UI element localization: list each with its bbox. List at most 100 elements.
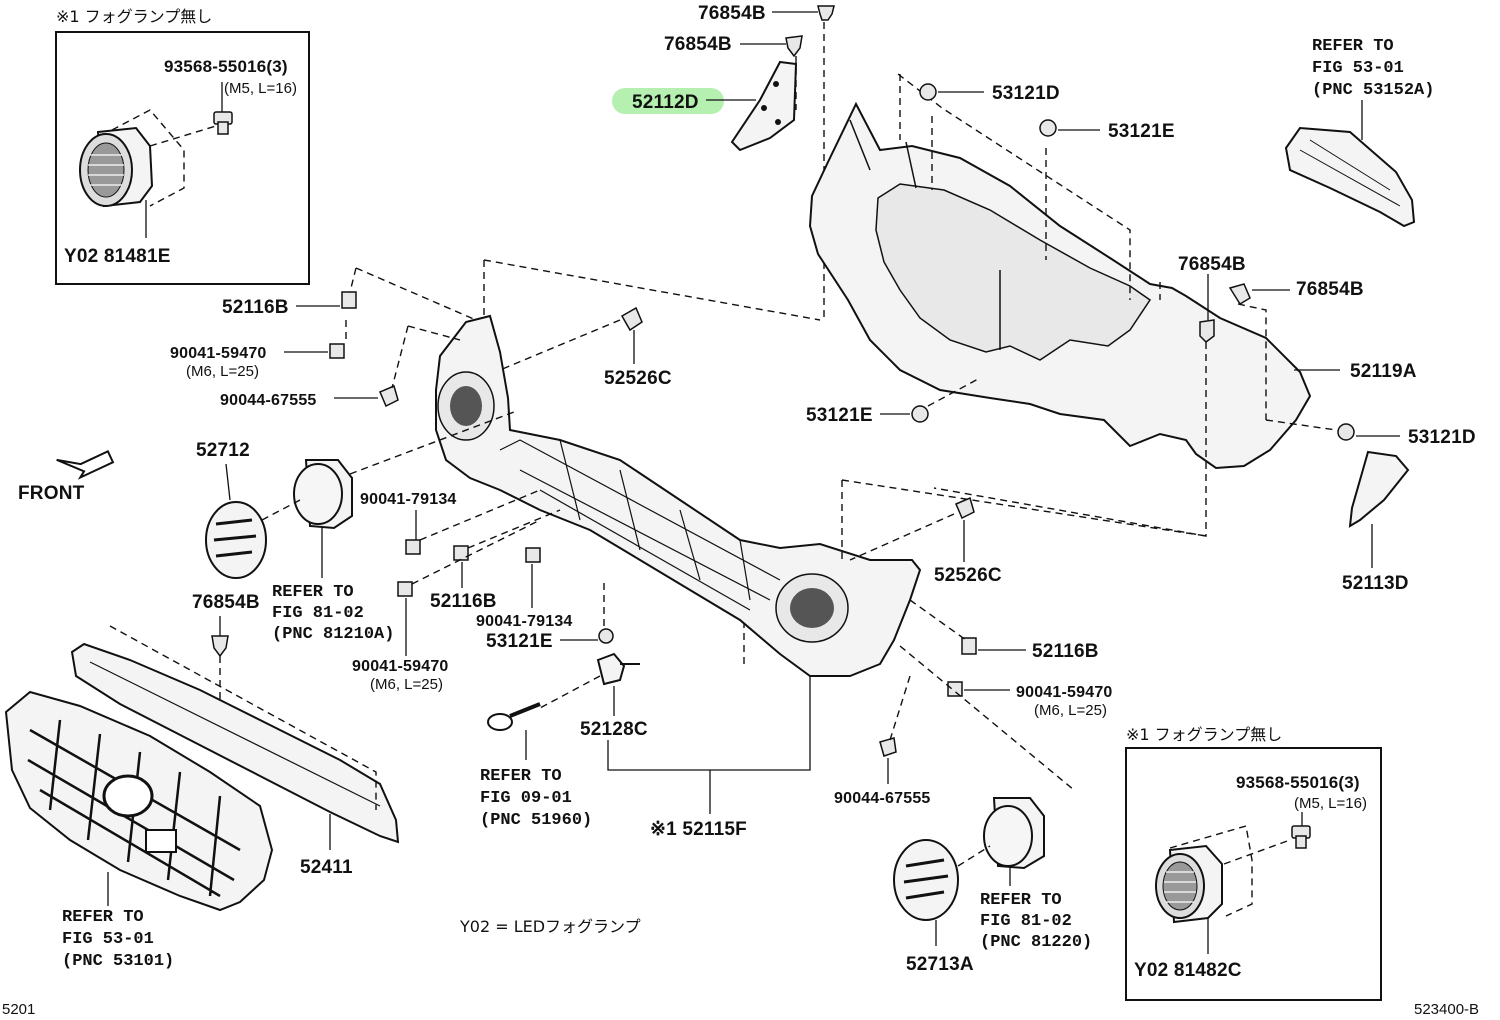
svg-text:FIG 09-01[interactable]: FIG 09-01 — [480, 789, 572, 808]
svg-text:FIG 81-02[interactable]: FIG 81-02 — [272, 604, 364, 623]
clip-90044-67555-b: 90044-67555 — [834, 737, 931, 807]
refer-53152A: REFER TO FIG 53-01 (PNC 53152A) — [1284, 37, 1434, 228]
clip-52526C-b: 52526C — [934, 496, 1002, 586]
refer-81210A: REFER TO FIG 81-02 (PNC 81210A) — [272, 583, 394, 644]
clip-53121E-top: 53121E — [1039, 119, 1175, 142]
svg-text:(PNC 81220)[interactable]: (PNC 81220) — [980, 933, 1092, 952]
clip-icon — [1337, 423, 1355, 441]
clip-icon — [879, 737, 897, 757]
inset-top-left: ※1 フォグランプ無し 93568-55016(3) (M5, L=16) Y0… — [55, 7, 310, 285]
tow-eye — [487, 702, 541, 760]
garnish-52411: 52411 — [70, 625, 400, 878]
label-76854B-d[interactable]: 76854B — [1296, 279, 1364, 300]
nut-icon — [405, 539, 421, 555]
svg-text:FIG 53-01[interactable]: FIG 53-01 — [1312, 59, 1404, 78]
label-90041-59470-c[interactable]: 90041-59470 — [1016, 684, 1113, 701]
clip-icon — [598, 628, 614, 644]
front-arrow-icon — [56, 450, 115, 480]
label-90041-59470-a-spec: (M6, L=25) — [186, 363, 259, 380]
clip-53121E-lower: 53121E — [486, 580, 614, 652]
retainer-53152A-shape — [1284, 126, 1416, 228]
svg-text:(PNC 51960)[interactable]: (PNC 51960) — [480, 811, 592, 830]
label-53121E-a[interactable]: 53121E — [1108, 121, 1175, 142]
nut-icon — [525, 547, 541, 563]
fog-cover-52713A: 52713A — [893, 839, 974, 975]
svg-text:FIG 81-02[interactable]: FIG 81-02 — [980, 912, 1072, 931]
lower-bumper-assembly — [435, 314, 922, 677]
label-76854B-e[interactable]: 76854B — [192, 592, 260, 613]
label-53121D-b[interactable]: 53121D — [1408, 427, 1476, 448]
bolt-90041-59470-a: 90041-59470 (M6, L=25) — [170, 343, 345, 380]
label-90044-67555-b[interactable]: 90044-67555 — [834, 790, 931, 807]
label-group-52115F: ※1 52115F — [607, 676, 811, 840]
svg-text:REFER TO[interactable]: REFER TO — [62, 908, 144, 927]
svg-text:REFER TO[interactable]: REFER TO — [980, 891, 1062, 910]
label-52411[interactable]: 52411 — [300, 857, 353, 878]
bolt-icon — [1291, 825, 1311, 849]
label-53121E-b[interactable]: 53121E — [806, 405, 873, 426]
svg-text:FIG 53-01[interactable]: FIG 53-01 — [62, 930, 154, 949]
nut-icon — [961, 637, 977, 655]
bolt-icon — [213, 111, 233, 135]
fog-lamp-icon — [1155, 844, 1223, 924]
label-52119A[interactable]: 52119A — [1350, 361, 1417, 382]
inset-top-lamp-label[interactable]: Y02 81481E — [64, 246, 171, 267]
clip-53121D-right: 53121D — [1337, 423, 1476, 448]
clip-icon — [817, 5, 835, 21]
clip-76854B-second: 76854B — [664, 34, 803, 58]
svg-text:REFER TO[interactable]: REFER TO — [1312, 37, 1394, 56]
label-90041-79134-a[interactable]: 90041-79134 — [360, 491, 457, 508]
label-76854B-a[interactable]: 76854B — [698, 3, 766, 24]
clip-76854B-top: 76854B — [698, 3, 835, 24]
fog-lamp-left — [293, 459, 353, 578]
emblem-icon — [102, 774, 154, 818]
label-52713A[interactable]: 52713A — [906, 954, 974, 975]
label-52712[interactable]: 52712 — [196, 440, 250, 461]
clip-53121D-top: 53121D — [919, 83, 1060, 104]
inset-bottom-right: ※1 フォグランプ無し 93568-55016(3) (M5, L=16) Y0… — [1125, 725, 1382, 1001]
legend-y02: Y02 = LEDフォグランプ — [459, 917, 641, 936]
label-52526C-b[interactable]: 52526C — [934, 565, 1002, 586]
label-52113D[interactable]: 52113D — [1342, 573, 1409, 594]
label-52112D[interactable]: 52112D — [632, 92, 699, 113]
nut-90041-79134-a: 90041-79134 — [360, 491, 457, 555]
label-52116B-a[interactable]: 52116B — [222, 297, 289, 318]
nut-icon — [453, 545, 469, 561]
label-90041-59470-a[interactable]: 90041-59470 — [170, 345, 267, 362]
bumper-cover-opening — [875, 183, 1152, 361]
label-90041-59470-b[interactable]: 90041-59470 — [352, 658, 449, 675]
inset-bottom-lamp-label[interactable]: Y02 81482C — [1134, 960, 1242, 981]
svg-text:(PNC 53101)[interactable]: (PNC 53101) — [62, 952, 174, 971]
label-90044-67555-a[interactable]: 90044-67555 — [220, 392, 317, 409]
label-52116B-b[interactable]: 52116B — [430, 591, 497, 612]
label-52116B-c[interactable]: 52116B — [1032, 641, 1099, 662]
svg-text:(PNC 53152A)[interactable]: (PNC 53152A) — [1312, 81, 1434, 100]
inset-bottom-bolt-label[interactable]: 93568-55016(3) — [1236, 773, 1360, 792]
clip-icon — [911, 405, 929, 423]
corner-code-left: 5201 — [2, 1001, 35, 1018]
clip-icon — [955, 496, 975, 520]
nut-90041-79134-b: 90041-79134 — [476, 547, 573, 630]
label-53121E-c[interactable]: 53121E — [486, 631, 553, 652]
svg-text:REFER TO[interactable]: REFER TO — [480, 767, 562, 786]
svg-text:(PNC 81210A)[interactable]: (PNC 81210A) — [272, 625, 394, 644]
label-76854B-c[interactable]: 76854B — [1178, 254, 1246, 275]
svg-text:REFER TO[interactable]: REFER TO — [272, 583, 354, 602]
clip-53121E-mid: 53121E — [806, 377, 981, 426]
bolt-icon — [329, 343, 345, 359]
label-52526C-a[interactable]: 52526C — [604, 368, 672, 389]
label-53121D-a[interactable]: 53121D — [992, 83, 1060, 104]
fog-lamp-icon — [79, 126, 154, 208]
label-76854B-b[interactable]: 76854B — [664, 34, 732, 55]
front-indicator: FRONT — [18, 450, 115, 504]
inset-top-bolt-spec: (M5, L=16) — [224, 80, 297, 97]
front-label: FRONT — [18, 483, 85, 504]
bolt-icon — [397, 581, 413, 597]
inset-top-bolt-label[interactable]: 93568-55016(3) — [164, 57, 288, 76]
label-52128C[interactable]: 52128C — [580, 719, 648, 740]
label-52115F[interactable]: ※1 52115F — [650, 819, 747, 840]
label-90041-79134-b[interactable]: 90041-79134 — [476, 613, 573, 630]
clip-icon — [1228, 283, 1251, 306]
clip-90044-67555-a: 90044-67555 — [220, 384, 399, 409]
